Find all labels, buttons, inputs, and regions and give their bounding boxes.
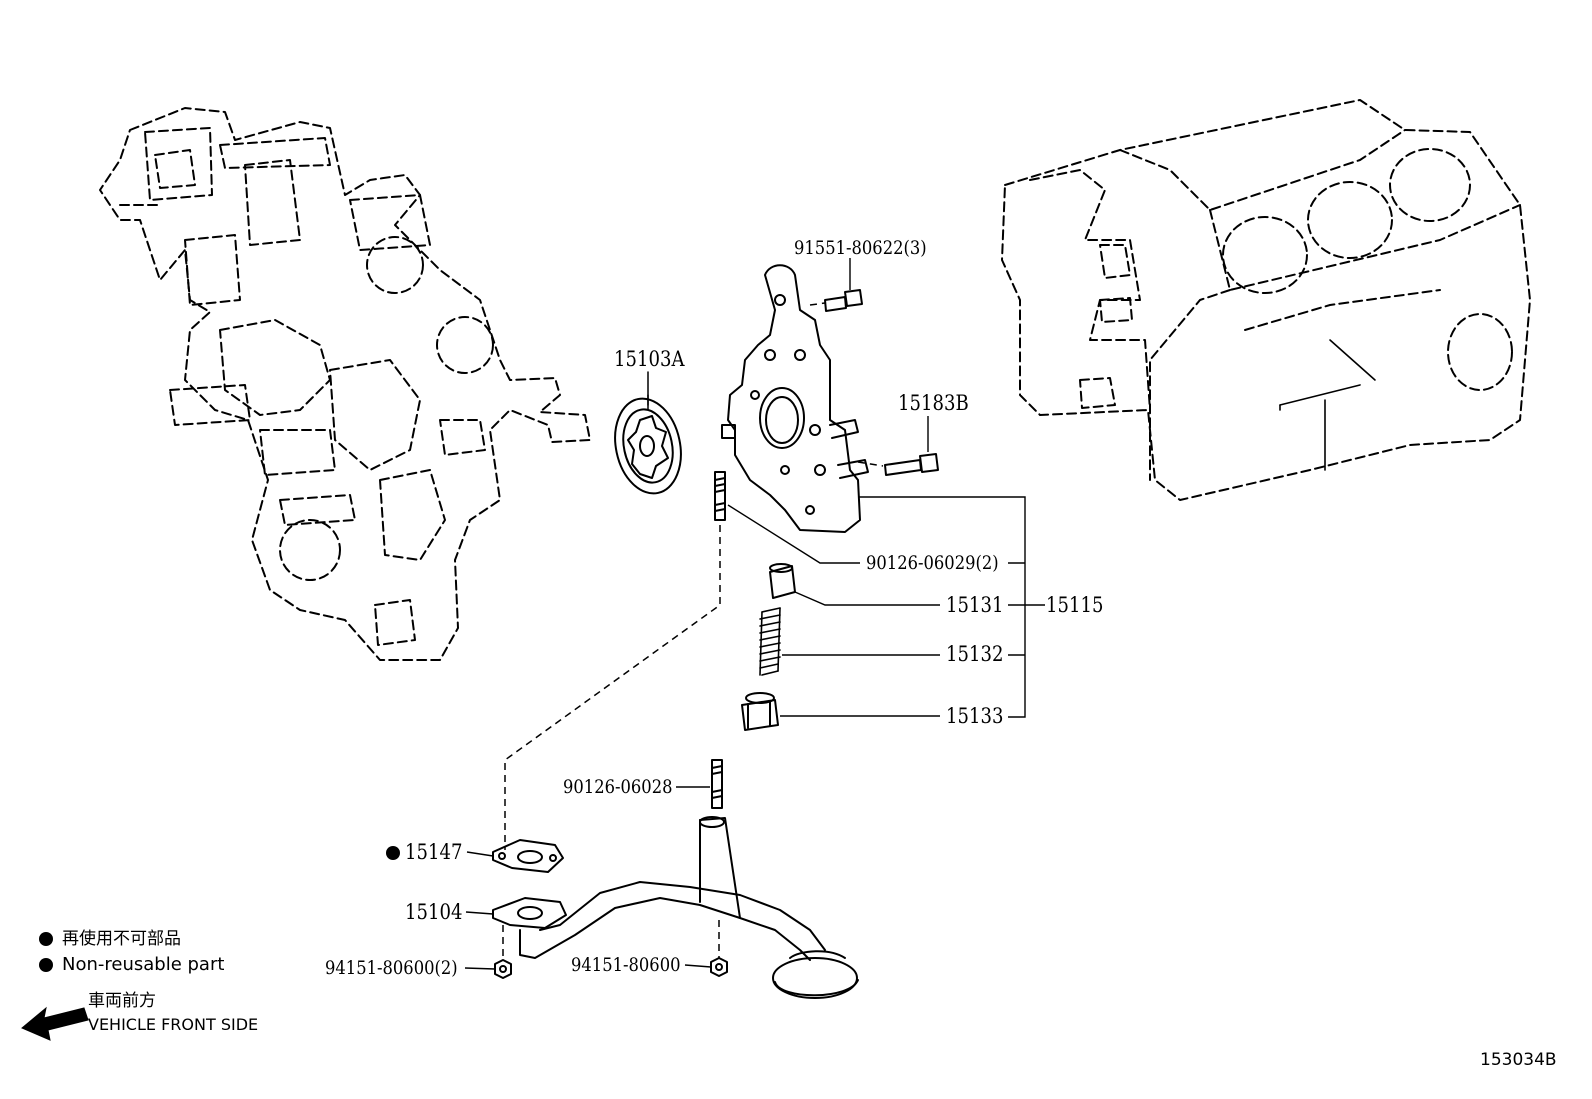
leader-15147 [466, 851, 494, 857]
gasket-drawing [492, 839, 564, 873]
diagram-id: 153034B [1480, 1050, 1557, 1070]
nut-left-drawing [494, 959, 512, 979]
bracket-15115 [858, 496, 1026, 718]
legend-non-reusable-en: Non-reusable part [62, 954, 225, 975]
spring-drawing [759, 607, 781, 676]
cylinder-block-outline [1001, 99, 1531, 501]
legend-front-en: VEHICLE FRONT SIDE [88, 1015, 259, 1034]
bolt-15183B-drawing [884, 453, 939, 476]
non-reusable-dot-15147 [386, 846, 400, 860]
stud-90126-06028-drawing [711, 759, 723, 809]
cylinder-block-solid-edges [1279, 339, 1376, 471]
legend-non-reusable-ja: 再使用不可部品 [62, 929, 181, 949]
label-15131: 15131 [946, 593, 1004, 617]
legend-front-ja: 車両前方 [88, 991, 156, 1011]
oil-strainer-drawing [492, 816, 859, 999]
relief-valve-drawing [769, 563, 796, 599]
alignment-line-15183B [857, 461, 884, 467]
leader-15104 [465, 911, 494, 915]
label-91551-80622: 91551-80622(3) [794, 237, 927, 259]
vehicle-front-arrow-icon [21, 1006, 89, 1041]
label-90126-06028: 90126-06028 [563, 776, 673, 798]
label-90126-06029: 90126-06029(2) [866, 552, 999, 574]
leader-15131 [794, 591, 940, 606]
label-94151-80600-2: 94151-80600(2) [325, 957, 458, 979]
timing-cover-outline [99, 107, 591, 661]
label-15133: 15133 [946, 704, 1004, 728]
label-15183B: 15183B [898, 391, 969, 415]
oil-pump-rotor-drawing [614, 371, 682, 495]
label-15147: 15147 [405, 840, 463, 864]
nut-right-drawing [710, 957, 728, 977]
label-15104: 15104 [405, 900, 463, 924]
alignment-line-91551 [809, 302, 826, 306]
leader-94151-right [684, 964, 712, 968]
alignment-line-gasket [504, 525, 721, 850]
label-94151-80600: 94151-80600 [571, 954, 681, 976]
label-15103A: 15103A [614, 347, 685, 371]
legend-dot-ja [39, 932, 53, 946]
stud-90126-06029-drawing [714, 471, 726, 521]
leader-94151-left [464, 967, 496, 970]
label-15132: 15132 [946, 642, 1004, 666]
label-15115: 15115 [1046, 593, 1104, 617]
oil-pump-body-drawing [721, 264, 869, 533]
bolt-91551-drawing [824, 289, 863, 312]
leader-90126-06029 [727, 504, 860, 564]
legend-dot-en [39, 958, 53, 972]
plug-drawing [741, 692, 779, 731]
